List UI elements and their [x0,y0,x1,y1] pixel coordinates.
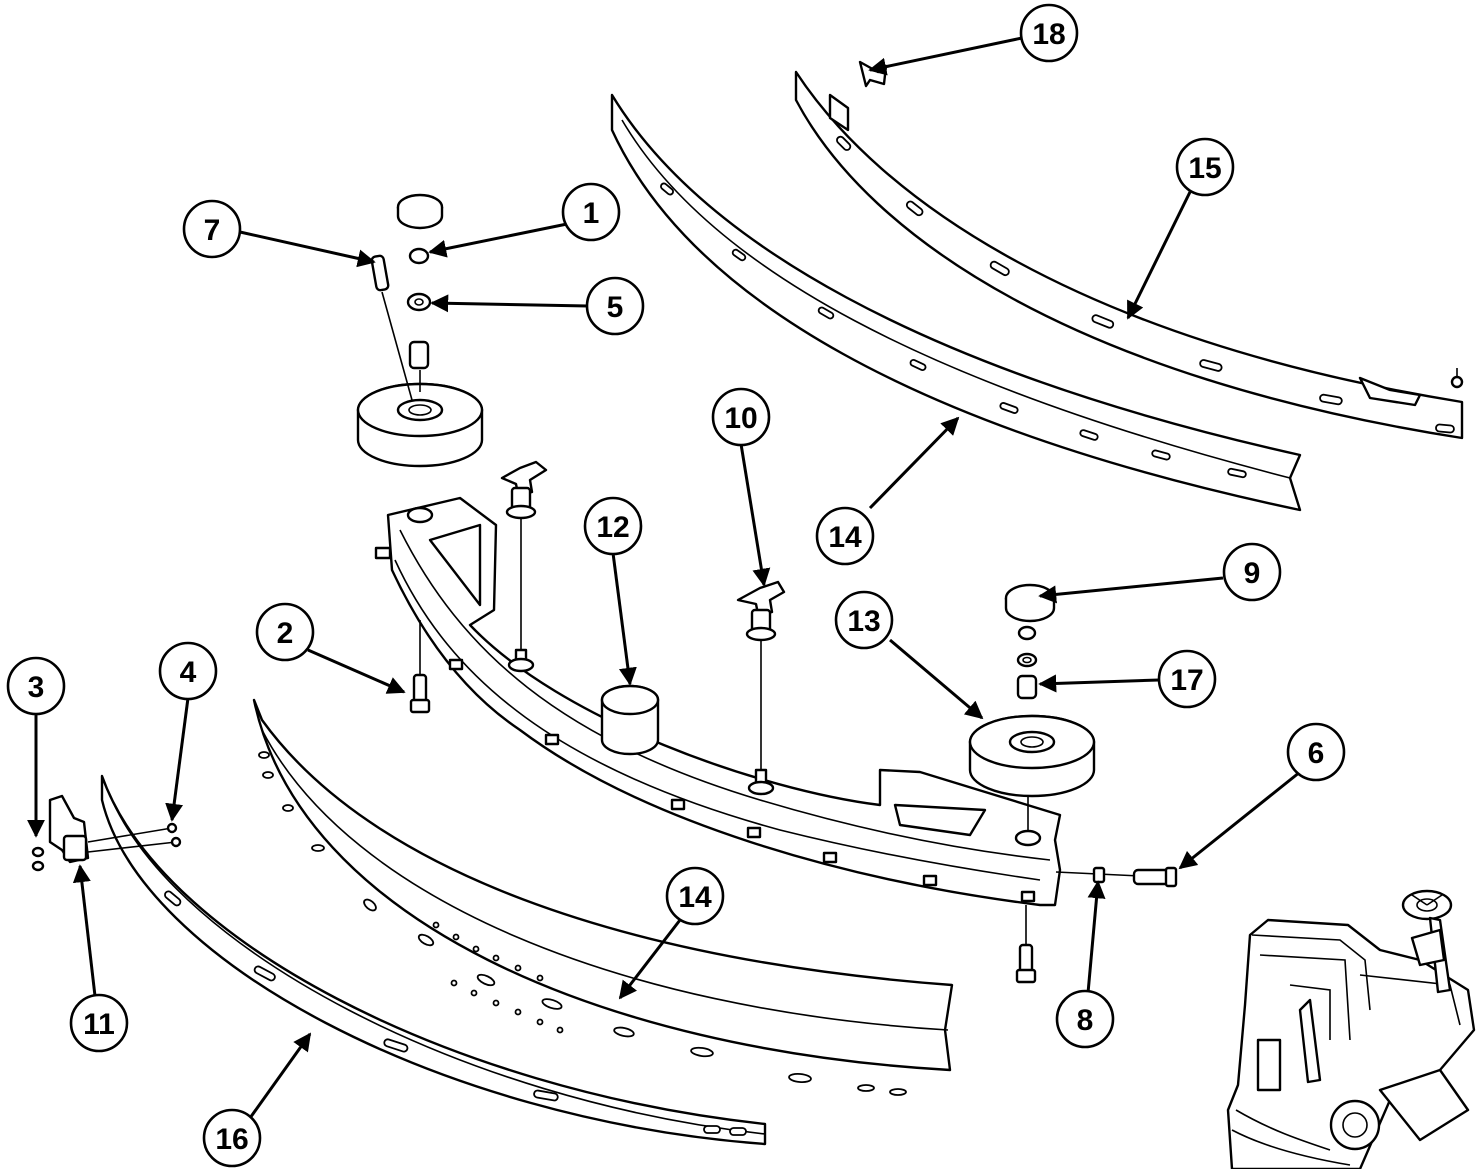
svg-text:18: 18 [1032,18,1065,51]
callout-7: 7 [182,199,242,259]
callout-15: 15 [1175,137,1235,197]
svg-text:13: 13 [847,605,880,638]
svg-text:7: 7 [204,214,221,247]
svg-text:11: 11 [83,1008,115,1041]
callout-8: 8 [1055,989,1115,1049]
svg-text:15: 15 [1188,152,1221,185]
callout-9: 9 [1222,542,1282,602]
latch-assembly [31,794,182,872]
front-blade-slots [258,751,907,1096]
machine-inset-illustration [1226,889,1476,1169]
callout-10: 10 [711,387,771,447]
rear-blade-strap [794,60,1464,440]
callouts: 18 15 1 7 5 10 14 12 9 13 2 17 3 4 6 14 … [6,3,1346,1168]
rear-blade-slots [660,182,1247,479]
svg-text:8: 8 [1077,1004,1094,1037]
rear-squeegee-blade [610,93,1302,512]
svg-text:3: 3 [28,671,45,704]
callout-5: 5 [585,276,645,336]
callout-14-lower: 14 [665,866,725,926]
callout-14-upper: 14 [815,506,875,566]
wing-nut [858,60,888,88]
svg-text:5: 5 [607,291,624,324]
svg-text:16: 16 [215,1123,248,1156]
front-squeegee-blade [252,698,954,1096]
svg-text:6: 6 [1308,737,1325,770]
svg-text:2: 2 [277,617,294,650]
leader-lines [27,36,1301,1119]
svg-text:10: 10 [724,402,757,435]
knob-left [500,460,548,673]
callout-4: 4 [158,641,218,701]
callout-12: 12 [583,496,643,556]
knob-right [736,580,786,796]
strap-slots [836,135,1455,434]
svg-text:4: 4 [180,656,197,689]
callout-17: 17 [1157,649,1217,709]
svg-text:12: 12 [596,511,629,544]
squeegee-frame [374,496,1062,984]
callout-11: 11 [69,993,129,1053]
callout-1: 1 [561,182,621,242]
svg-text:9: 9 [1244,557,1261,590]
side-pin-hardware [1055,866,1178,888]
callout-18: 18 [1019,3,1079,63]
svg-text:1: 1 [583,197,600,230]
callout-13: 13 [834,590,894,650]
svg-text:14: 14 [828,521,862,554]
callout-2: 2 [255,602,315,662]
callout-6: 6 [1286,722,1346,782]
front-strap-slots [164,890,747,1136]
left-caster-assembly [356,193,484,468]
callout-16: 16 [202,1108,262,1168]
svg-text:17: 17 [1170,664,1203,697]
callout-3: 3 [6,656,66,716]
svg-text:14: 14 [678,881,712,914]
front-blade-strap [100,774,767,1146]
